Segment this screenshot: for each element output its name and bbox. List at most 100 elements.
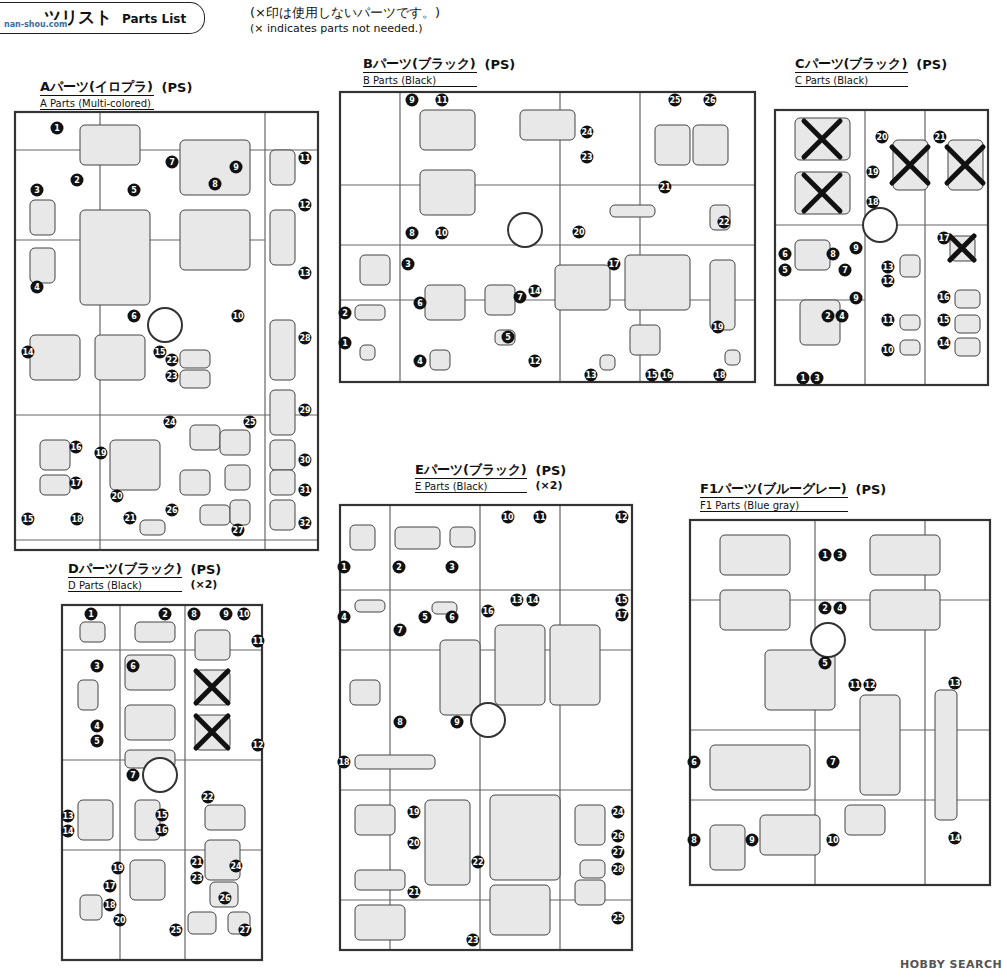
part-group-english: E Parts (Black) [415, 481, 527, 494]
callout-number: 20 [875, 131, 888, 144]
part-shape [180, 350, 210, 368]
callout-number: 21 [658, 181, 671, 194]
callout-number: 10 [435, 227, 448, 240]
callout-number: 20 [110, 490, 123, 503]
unused-cross [947, 147, 983, 183]
callout-number: 3 [31, 184, 44, 197]
part-shape [575, 880, 605, 905]
callout-number: 5 [502, 331, 515, 344]
part-shape [555, 265, 610, 310]
part-shape [625, 255, 690, 310]
part-shape [845, 805, 885, 835]
callout-number: 24 [229, 860, 242, 873]
callout-number: 4 [338, 611, 351, 624]
callout-number: 24 [163, 416, 176, 429]
callout-number: 27 [611, 846, 624, 859]
material-tag: (PS) [485, 57, 517, 73]
callout-number: 12 [881, 275, 894, 288]
part-shape [355, 305, 385, 320]
callout-number: 9 [230, 161, 243, 174]
callout-number: 9 [220, 608, 233, 621]
callout-number: 25 [611, 912, 624, 925]
sprue-line [340, 589, 632, 590]
callout-number: 7 [127, 769, 140, 782]
sprue-line [340, 184, 755, 185]
callout-number: 22 [165, 354, 178, 367]
runner-heading: Dパーツ(ブラック)(PS)D Parts (Black)(×2) [68, 561, 222, 592]
callout-number: 2 [819, 602, 832, 615]
part-shape [40, 440, 70, 470]
callout-number: 16 [69, 441, 82, 454]
unused-cross [892, 147, 928, 183]
callout-number: 3 [91, 660, 104, 673]
part-shape [360, 345, 375, 360]
runner-frame [340, 505, 632, 950]
callout-number: 15 [645, 369, 658, 382]
callout-number: 23 [165, 370, 178, 383]
unused-marks [196, 121, 983, 748]
part-shape [220, 430, 250, 455]
callout-number: 4 [31, 281, 44, 294]
material-tag: (PS) [190, 562, 222, 578]
part-shape [270, 500, 295, 530]
callout-number: 7 [827, 756, 840, 769]
callout-number: 14 [61, 825, 74, 838]
callout-number: 1 [85, 608, 98, 621]
part-shape [360, 255, 390, 285]
callout-number: 27 [238, 924, 251, 937]
runner-heading: F1パーツ(ブルーグレー)(PS)F1 Parts (Blue gray) [700, 481, 887, 512]
callout-number: 15 [615, 594, 628, 607]
part-group-name: F1パーツ(ブルーグレー) [700, 481, 848, 498]
callout-number: 8 [827, 248, 840, 261]
part-shape [520, 110, 575, 140]
callout-number: 10 [231, 310, 244, 323]
runner-frame [775, 110, 988, 385]
sprue-line [62, 649, 262, 650]
part-shape [490, 795, 560, 880]
part-shape [130, 860, 165, 900]
callout-number: 7 [839, 264, 852, 277]
material-tag: (PS) [535, 463, 567, 479]
part-group-name: Aパーツ(イロプラ) [40, 79, 154, 96]
part-shape [125, 705, 175, 740]
callout-number: 3 [834, 549, 847, 562]
part-shape [95, 335, 145, 380]
part-shape [710, 205, 730, 230]
runner-gate [811, 623, 845, 657]
part-shape [270, 390, 295, 435]
part-shape [795, 240, 830, 270]
callout-number: 26 [165, 504, 178, 517]
callout-number: 11 [435, 94, 448, 107]
part-shape [795, 172, 850, 214]
part-group-name: Dパーツ(ブラック) [68, 561, 182, 578]
callout-number: 24 [611, 806, 624, 819]
callout-number: 13 [584, 369, 597, 382]
part-shape [550, 625, 600, 705]
callout-number: 11 [881, 314, 894, 327]
callout-number: 25 [668, 94, 681, 107]
callout-number: 26 [703, 94, 716, 107]
part-shape [350, 680, 380, 705]
part-shape [900, 315, 920, 330]
callout-number: 19 [111, 862, 124, 875]
callout-number: 11 [848, 679, 861, 692]
part-shape [495, 625, 545, 705]
title-banner: ツリストParts List [0, 2, 205, 34]
callout-number: 21 [123, 512, 136, 525]
callout-number: 20 [113, 914, 126, 927]
callout-number: 9 [850, 242, 863, 255]
part-shape [710, 260, 735, 330]
unused-cross [804, 121, 840, 157]
sprue-lines [15, 92, 990, 960]
callout-number: 8 [688, 834, 701, 847]
part-shape [355, 600, 385, 612]
callout-number: 13 [948, 677, 961, 690]
part-shape [195, 670, 230, 705]
callout-number: 20 [407, 837, 420, 850]
callout-number: 6 [446, 611, 459, 624]
callout-number: 2 [393, 561, 406, 574]
part-shape [440, 640, 480, 715]
callout-number: 14 [528, 285, 541, 298]
callout-number: 3 [446, 561, 459, 574]
sprue-line [119, 605, 120, 960]
